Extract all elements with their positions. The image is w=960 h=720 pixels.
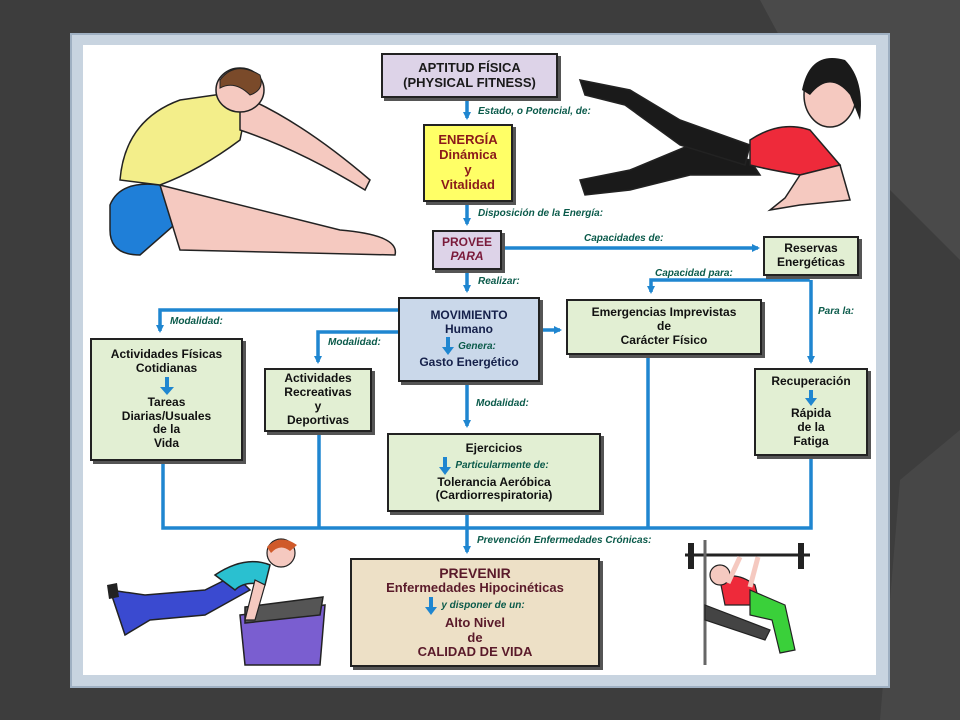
stretching-man-illustration (109, 67, 397, 256)
node-reservas-energeticas: Reservas Energéticas (763, 236, 859, 276)
node-line: PARA (450, 249, 484, 263)
node-line: Vitalidad (441, 176, 495, 192)
node-line: Vida (153, 436, 180, 451)
node-line: Recreativas (284, 385, 352, 400)
node-line: Actividades (284, 371, 352, 386)
node-recuperacion: Recuperación Rápida de la Fatiga (754, 368, 868, 456)
label-modalidad-down: Modalidad: (476, 398, 529, 409)
edge-bus-bottom (161, 457, 813, 530)
node-line: Cotidianas (135, 360, 198, 375)
node-line: MOVIMIENTO (430, 307, 508, 322)
node-emergencias: Emergencias Imprevistas de Carácter Físi… (566, 299, 762, 355)
lying-woman-illustration (578, 58, 861, 212)
node-line: Emergencias Imprevistas (591, 305, 737, 320)
node-line: Reservas (784, 241, 838, 256)
edge-movimiento-recreativas (314, 330, 398, 364)
node-line: Diarias/Usuales (121, 408, 212, 423)
node-movimiento-humano: MOVIMIENTO Humano Genera: Gasto Energéti… (398, 297, 540, 382)
label-disposicion: Disposición de la Energía: (478, 208, 604, 219)
inner-label: Genera: (458, 340, 496, 352)
inner-label: y disponer de un: (441, 599, 525, 611)
label-estado: Estado, o Potencial, de: (478, 106, 591, 117)
edge-movimiento-cotidianas (156, 308, 398, 333)
node-line: de la (797, 420, 825, 434)
arrow-down-icon (425, 596, 438, 615)
node-line: PROVEE (441, 235, 492, 250)
label-modalidad-mid: Modalidad: (328, 337, 381, 348)
node-aptitud-fisica: APTITUD FÍSICA (PHYSICAL FITNESS) (381, 53, 558, 98)
inner-label: Particularmente de: (455, 459, 549, 471)
node-line: Humano (445, 321, 493, 336)
node-line: Tareas (147, 394, 186, 409)
node-line: Recuperación (771, 374, 851, 389)
label-modalidad-left: Modalidad: (170, 316, 223, 327)
node-line: Energéticas (776, 255, 846, 269)
arrow-down-icon (805, 390, 817, 407)
man-bench-press-illustration (685, 540, 810, 665)
label-para-la: Para la: (818, 306, 855, 317)
node-line: Ejercicios (465, 440, 523, 455)
node-line: Alto Nivel (445, 614, 505, 630)
node-line: y (464, 162, 472, 177)
node-line: de (467, 629, 483, 645)
node-prevenir: PREVENIR Enfermedades Hipocinéticas y di… (350, 558, 600, 667)
node-line: Enfermedades Hipocinéticas (386, 579, 564, 595)
node-energia: ENERGÍA Dinámica y Vitalidad (423, 124, 513, 202)
node-line: y (314, 399, 322, 413)
arrow-down-icon (159, 376, 174, 395)
node-line: Deportivas (286, 412, 350, 427)
node-line: CALIDAD DE VIDA (417, 644, 533, 660)
node-line: Gasto Energético (419, 355, 519, 370)
label-realizar: Realizar: (478, 276, 520, 287)
node-line: Carácter Físico (620, 332, 708, 347)
node-line: Dinámica (439, 147, 497, 163)
node-line: de la (152, 422, 181, 437)
node-line: (Cardiorrespiratoria) (435, 488, 553, 503)
node-actividades-recreativas: Actividades Recreativas y Deportivas (264, 368, 372, 432)
node-line: Fatiga (793, 433, 829, 448)
node-line: Rápida (790, 406, 831, 421)
node-provee-para: PROVEE PARA (432, 230, 502, 270)
label-prevencion: Prevención Enfermedades Crónicas: (477, 535, 652, 546)
node-ejercicios: Ejercicios Particularmente de: Toleranci… (387, 433, 601, 512)
label-capacidades: Capacidades de: (584, 233, 664, 244)
arrow-down-icon (439, 456, 452, 475)
arrow-down-icon (442, 337, 455, 356)
node-line: Actividades Físicas (110, 347, 223, 362)
node-line: (PHYSICAL FITNESS) (403, 74, 536, 90)
node-line: de (656, 319, 671, 334)
node-line: ENERGÍA (438, 132, 498, 148)
node-line: PREVENIR (439, 564, 511, 581)
edge-reservas-emergencias (647, 278, 810, 294)
node-actividades-cotidianas: Actividades Físicas Cotidianas Tareas Di… (90, 338, 243, 461)
node-line: Tolerancia Aeróbica (437, 474, 551, 489)
node-line: APTITUD FÍSICA (418, 59, 521, 75)
label-capacidad-para: Capacidad para: (655, 268, 733, 279)
woman-step-pushup-illustration (107, 538, 326, 666)
